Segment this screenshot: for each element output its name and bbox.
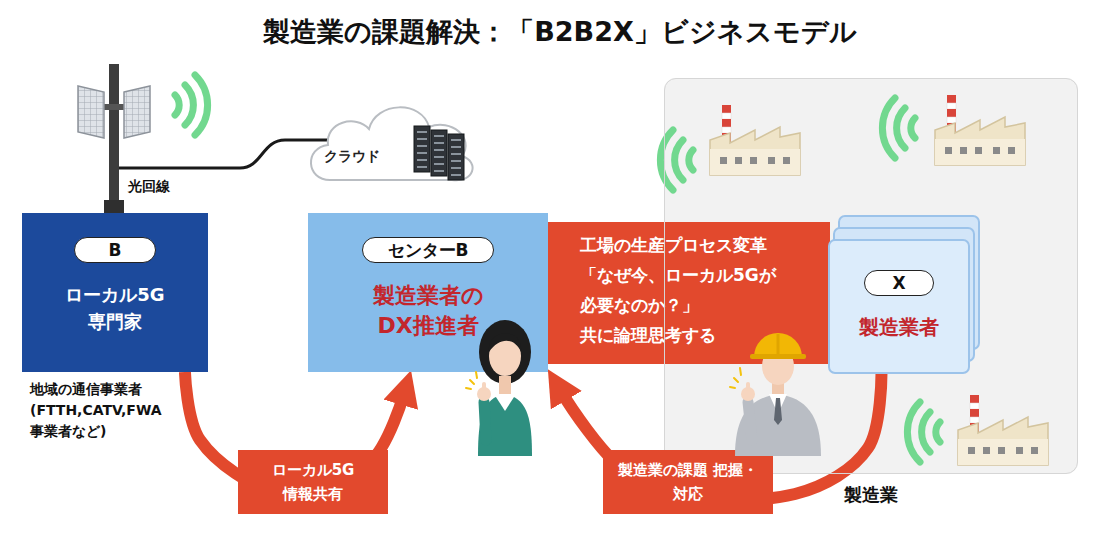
cloud-node: クラウド	[300, 92, 480, 190]
worker-figure	[730, 368, 741, 388]
server-icon	[448, 134, 464, 180]
radio-waves	[922, 412, 930, 452]
cloud-label: クラウド	[324, 148, 380, 166]
maker-card-stack: X 製造業者	[829, 216, 979, 373]
edge-label: ローカル5G 情報共有	[248, 458, 378, 506]
radio-waves	[175, 95, 179, 115]
role-pill: B	[74, 237, 156, 263]
server-icon	[434, 170, 444, 172]
radio-waves	[689, 150, 693, 170]
card-stack	[829, 240, 969, 373]
theme-text: 工場の生産プロセス変革 「なぜ今、ローカル5Gが 必要なのか？」 共に論理思考す…	[580, 230, 790, 350]
server-icon	[434, 156, 444, 158]
worker-figure	[735, 394, 821, 456]
role-pill: センターB	[362, 237, 494, 263]
radio-waves	[675, 140, 683, 180]
server-icon	[451, 174, 461, 176]
radio-waves	[911, 118, 915, 138]
worker-figure	[741, 387, 755, 401]
worker-figure	[772, 378, 784, 396]
server-icon	[434, 135, 444, 137]
factory-icon	[958, 395, 1048, 465]
server-icon	[414, 126, 430, 172]
worker-figure	[748, 402, 752, 440]
woman-figure	[484, 402, 486, 440]
server-icon	[451, 153, 461, 155]
server-icon	[417, 159, 427, 161]
server-icon	[451, 160, 461, 162]
server-icon	[417, 131, 427, 133]
server-icon	[417, 166, 427, 168]
antenna-tower	[78, 86, 104, 138]
radio-waves	[882, 98, 895, 158]
role-text: 製造業者の DX推進者	[353, 281, 503, 341]
role-pill: X	[864, 270, 934, 296]
server-icon	[434, 163, 444, 165]
woman-figure	[478, 394, 532, 456]
radio-waves	[175, 75, 940, 462]
server-icon	[451, 167, 461, 169]
radio-waves	[660, 130, 673, 190]
radio-waves	[195, 75, 208, 135]
edge-label-box: ローカル5G 情報共有	[238, 450, 388, 514]
radio-waves	[907, 402, 920, 462]
industry-panel: 製造業X製造業者	[664, 78, 1078, 474]
radio-waves	[185, 85, 193, 125]
woman-figure	[499, 376, 511, 396]
radio-waves	[897, 108, 905, 148]
antenna-tower	[104, 200, 124, 213]
edge-label-box: 製造業の課題 把握・対応	[603, 450, 773, 514]
server-icon	[451, 139, 461, 141]
theme-band: 工場の生産プロセス変革 「なぜ今、ローカル5Gが 必要なのか？」 共に論理思考す…	[548, 222, 830, 364]
antenna-tower	[124, 86, 150, 138]
antenna-tower	[109, 64, 119, 213]
diagram-title: 製造業の課題解決：「B2B2X」ビジネスモデル	[0, 14, 1120, 50]
edge-label: 製造業の課題 把握・対応	[613, 458, 763, 506]
cloud-shape	[300, 92, 480, 190]
worker-figure	[774, 398, 782, 425]
worker-figure	[746, 382, 750, 391]
server-icon	[431, 130, 447, 176]
center-box: センターB 製造業者の DX推進者	[308, 213, 548, 372]
factory-icon	[935, 95, 1025, 165]
server-icon	[417, 145, 427, 147]
antenna-tower	[104, 104, 124, 110]
cable-label: 光回線	[128, 176, 198, 197]
woman-figure	[494, 394, 516, 411]
note-text: 地域の通信事業者 (FTTH,CATV,FWA 事業者など)	[30, 379, 200, 442]
server-icon	[414, 126, 464, 180]
worker-figure	[769, 394, 787, 414]
woman-figure	[466, 372, 477, 389]
expert-box: B ローカル5G 専門家	[22, 213, 208, 372]
fiber-cable	[119, 140, 335, 168]
role-text: 製造業者	[859, 312, 939, 342]
server-icon	[451, 146, 461, 148]
server-icon	[417, 138, 427, 140]
server-icon	[434, 142, 444, 144]
server-icon	[417, 152, 427, 154]
radio-waves	[936, 422, 940, 442]
woman-figure	[482, 382, 486, 391]
factory-icon	[710, 105, 800, 175]
woman-figure	[477, 387, 491, 401]
fiber-cable	[119, 140, 335, 168]
server-icon	[434, 149, 444, 151]
cloud-shape	[311, 107, 473, 180]
card-face: X 製造業者	[829, 240, 969, 373]
role-text: ローカル5G 専門家	[50, 281, 180, 335]
